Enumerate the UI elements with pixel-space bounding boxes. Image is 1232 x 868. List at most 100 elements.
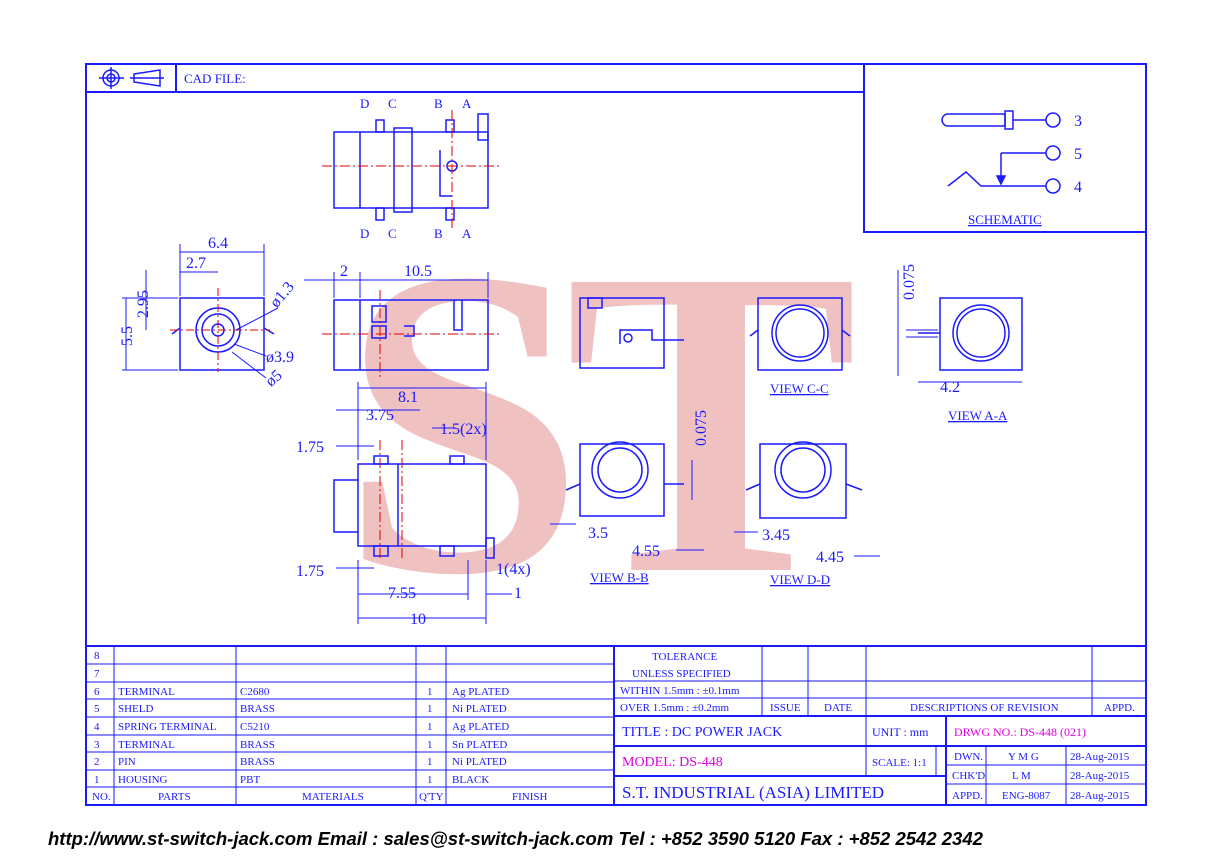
svg-text:ø5: ø5 xyxy=(262,367,285,390)
schematic-box xyxy=(863,63,1147,233)
svg-text:C: C xyxy=(388,226,397,241)
bom-cell-finish: Ag PLATED xyxy=(452,721,509,733)
view-aa-label: VIEW A-A xyxy=(948,408,1008,423)
bottom-centerline xyxy=(379,440,403,560)
bom-cell-finish: BLACK xyxy=(452,774,489,786)
svg-text:2: 2 xyxy=(340,263,348,280)
bom-cell-part: SHELD xyxy=(118,703,154,715)
front-dims xyxy=(122,244,279,379)
sheet-border xyxy=(85,63,1147,806)
svg-text:Q'TY: Q'TY xyxy=(419,791,444,803)
svg-text:ø1.3: ø1.3 xyxy=(267,279,298,311)
view-bb-top xyxy=(579,297,684,369)
projection-symbol-icon xyxy=(99,67,164,89)
bom-cell-finish: Sn PLATED xyxy=(452,739,507,751)
svg-text:1: 1 xyxy=(514,585,522,602)
svg-text:3.75: 3.75 xyxy=(366,407,394,424)
bom-cell-no: 6 xyxy=(94,686,100,698)
bom-cell-part: TERMINAL xyxy=(118,739,175,751)
view-dd-dim-445: 4.45 xyxy=(816,549,844,566)
bom-cell-no: 2 xyxy=(94,756,100,768)
schematic-pin-3: 3 xyxy=(1074,113,1082,130)
svg-text:SCALE: 1:1: SCALE: 1:1 xyxy=(872,757,927,769)
view-bb-dims xyxy=(550,460,704,551)
view-dd-dims xyxy=(734,531,880,557)
bom-cell-part: HOUSING xyxy=(118,774,168,786)
bom-cell-no: 1 xyxy=(94,774,100,786)
svg-text:OVER 1.5mm : ±0.2mm: OVER 1.5mm : ±0.2mm xyxy=(620,702,729,714)
bom-cell-no: 3 xyxy=(94,739,100,751)
front-view xyxy=(171,297,275,371)
svg-text:7.55: 7.55 xyxy=(388,585,416,602)
bom-cell-finish: Ni PLATED xyxy=(452,756,507,768)
top-view-centerline xyxy=(322,110,500,228)
bom-cell-no: 8 xyxy=(94,650,100,662)
svg-text:DESCRIPTIONS OF REVISION: DESCRIPTIONS OF REVISION xyxy=(910,702,1059,714)
schematic-label: SCHEMATIC xyxy=(968,212,1042,227)
bom-cell-finish: Ag PLATED xyxy=(452,686,509,698)
schematic-pin-4: 4 xyxy=(1074,179,1082,196)
bom-cell-material: C5210 xyxy=(240,721,270,733)
view-dd-dim-345: 3.45 xyxy=(762,527,790,544)
side-view xyxy=(333,299,489,371)
svg-text:UNLESS SPECIFIED: UNLESS SPECIFIED xyxy=(632,668,731,680)
side-dim-labels: 2 10.5 xyxy=(340,263,432,280)
svg-text:MODEL: DS-448: MODEL: DS-448 xyxy=(622,755,723,770)
svg-text:2.95: 2.95 xyxy=(135,290,152,318)
bom-cell-no: 5 xyxy=(94,703,100,715)
svg-text:APPD.: APPD. xyxy=(952,790,983,802)
bom-cell-qty: 1 xyxy=(427,721,433,733)
front-centerline xyxy=(170,288,270,372)
svg-text:L M: L M xyxy=(1012,770,1031,782)
bom-cell-material: BRASS xyxy=(240,756,275,768)
svg-text:1.75: 1.75 xyxy=(296,563,324,580)
bom-header: NO. PARTS MATERIALS Q'TY FINISH xyxy=(92,791,548,803)
svg-text:APPD.: APPD. xyxy=(1104,702,1135,714)
svg-text:S.T. INDUSTRIAL (ASIA) LIMI: S.T. INDUSTRIAL (ASIA) LIMITED xyxy=(622,783,884,802)
bom-row: 8 xyxy=(94,650,100,662)
view-cc-label: VIEW C-C xyxy=(770,381,829,396)
svg-text:6.4: 6.4 xyxy=(208,235,228,252)
svg-text:1(4x): 1(4x) xyxy=(496,561,531,578)
svg-text:2.7: 2.7 xyxy=(186,255,206,272)
title-block-grid xyxy=(614,646,1146,805)
svg-text:A: A xyxy=(462,226,472,241)
side-dims xyxy=(304,272,489,298)
bom-cell-part: SPRING TERMINAL xyxy=(118,721,217,733)
view-bb xyxy=(565,441,684,517)
svg-text:1.5(2x): 1.5(2x) xyxy=(440,421,487,438)
svg-text:B: B xyxy=(434,96,443,111)
svg-text:28-Aug-2015: 28-Aug-2015 xyxy=(1070,751,1130,763)
view-bb-dim-455: 4.55 xyxy=(632,543,660,560)
bom-cell-no: 4 xyxy=(94,721,100,733)
svg-text:D: D xyxy=(360,96,369,111)
view-bb-label: VIEW B-B xyxy=(590,570,649,585)
svg-text:ENG-8087: ENG-8087 xyxy=(1002,790,1051,802)
svg-text:TOLERANCE: TOLERANCE xyxy=(652,651,717,663)
front-dim-labels: 6.4 2.7 5.5 2.95 ø1.3 ø3.9 ø5 xyxy=(119,235,298,390)
schematic-pin-5: 5 xyxy=(1074,146,1082,163)
svg-text:PARTS: PARTS xyxy=(158,791,191,803)
watermark-st: ST xyxy=(340,179,873,666)
svg-text:D: D xyxy=(360,226,369,241)
svg-text:8.1: 8.1 xyxy=(398,389,418,406)
svg-text:10: 10 xyxy=(410,611,426,628)
bom-cell-qty: 1 xyxy=(427,739,433,751)
bom-cell-finish: Ni PLATED xyxy=(452,703,507,715)
svg-text:WITHIN 1.5mm : ±0.1mm: WITHIN 1.5mm : ±0.1mm xyxy=(620,685,740,697)
side-centerline xyxy=(322,290,500,380)
bottom-dim-labels: 8.1 3.75 1.5(2x) 1.75 1.75 7.55 10 1(4x)… xyxy=(296,389,531,628)
svg-text:B: B xyxy=(434,226,443,241)
svg-text:DATE: DATE xyxy=(824,702,852,714)
svg-text:ISSUE: ISSUE xyxy=(770,702,801,714)
watermark-text: ST xyxy=(340,179,853,666)
bom-table-grid xyxy=(86,645,1146,805)
svg-text:5.5: 5.5 xyxy=(119,326,136,346)
